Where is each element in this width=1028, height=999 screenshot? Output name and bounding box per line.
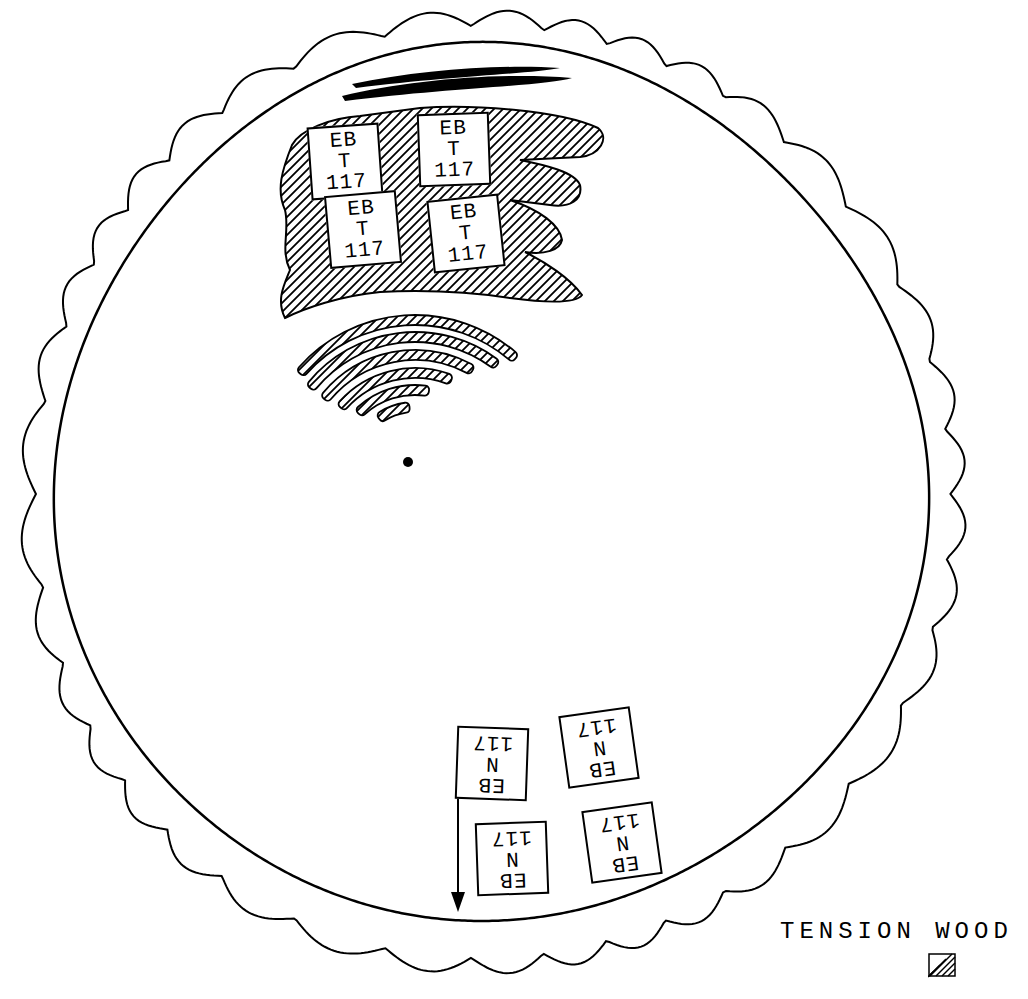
specimen-label: EB T 117	[307, 122, 384, 200]
legend: TENSION WOOD	[780, 918, 1013, 979]
direction-arrow	[451, 795, 465, 912]
tension-wood-bands	[298, 315, 517, 421]
specimen-code: EB T 117	[442, 200, 489, 267]
dark-band	[352, 67, 560, 88]
specimen-code: EB T 117	[340, 196, 386, 262]
tension-wood-region	[281, 67, 604, 318]
specimen-code: EB N 117	[574, 713, 623, 781]
legend-label: TENSION WOOD	[780, 918, 1013, 945]
specimen-label: EB T 117	[324, 190, 402, 269]
tension-wood-band	[378, 403, 410, 421]
legend-swatch	[928, 953, 958, 979]
pith	[403, 457, 413, 467]
specimen-label: EB N 117	[455, 725, 530, 800]
wood-line	[54, 42, 929, 921]
wood-outline	[54, 42, 929, 921]
legend-item: TENSION WOOD	[780, 918, 1013, 979]
bark-outline	[22, 11, 966, 973]
specimen-label: EB N 117	[475, 820, 550, 895]
tension-wood-patch	[281, 107, 604, 318]
specimen-label: EB T 117	[417, 111, 492, 186]
specimen-label: EB N 117	[558, 706, 639, 788]
specimen-code: EB T 117	[433, 117, 476, 181]
bark-line	[22, 11, 966, 973]
specimen-code: EB N 117	[471, 731, 514, 795]
specimen-code: EB N 117	[597, 808, 646, 876]
specimen-label: EB T 117	[426, 193, 505, 273]
specimen-code: EB T 117	[322, 128, 367, 194]
specimen-label: EB N 117	[581, 801, 662, 883]
specimen-code: EB N 117	[491, 826, 534, 890]
